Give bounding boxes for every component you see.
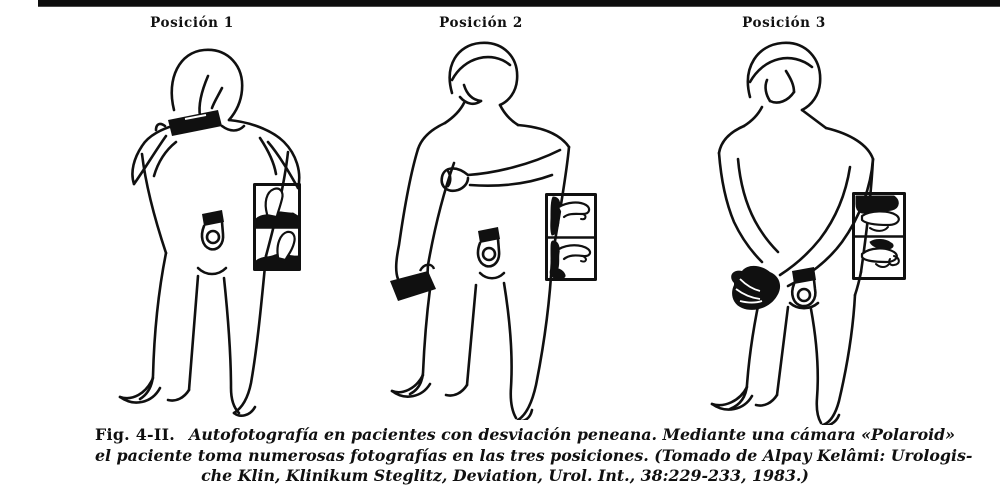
genital-detail [478,227,500,266]
camera-icon [731,265,781,310]
caption-text-1: Autofotografía en pacientes con desviaci… [189,425,956,444]
position-3-drawing [690,35,920,425]
position-1-label: Posición 1 [150,15,234,31]
genital-detail [792,267,816,306]
genital-detail [202,210,224,249]
position-3-label: Posición 3 [742,15,826,31]
top-rule [38,0,1000,6]
photo-inset-2 [545,193,597,281]
photo-inset-1 [253,183,301,271]
camera-icon [390,265,436,301]
photo-inset-3 [852,192,906,280]
caption-fig-label: Fig. 4-II. [95,425,176,444]
position-2-drawing [390,35,610,420]
caption-line-1: Fig. 4-II. Autofotografía en pacientes co… [95,425,955,446]
position-2-label: Posición 2 [439,15,523,31]
figure-caption: Fig. 4-II. Autofotografía en pacientes co… [95,425,973,487]
caption-line-3: che Klin, Klinikum Steglitz, Deviation, … [201,466,809,485]
caption-line-2: el paciente toma numerosas fotografías e… [95,445,973,465]
camera-icon [168,110,222,136]
